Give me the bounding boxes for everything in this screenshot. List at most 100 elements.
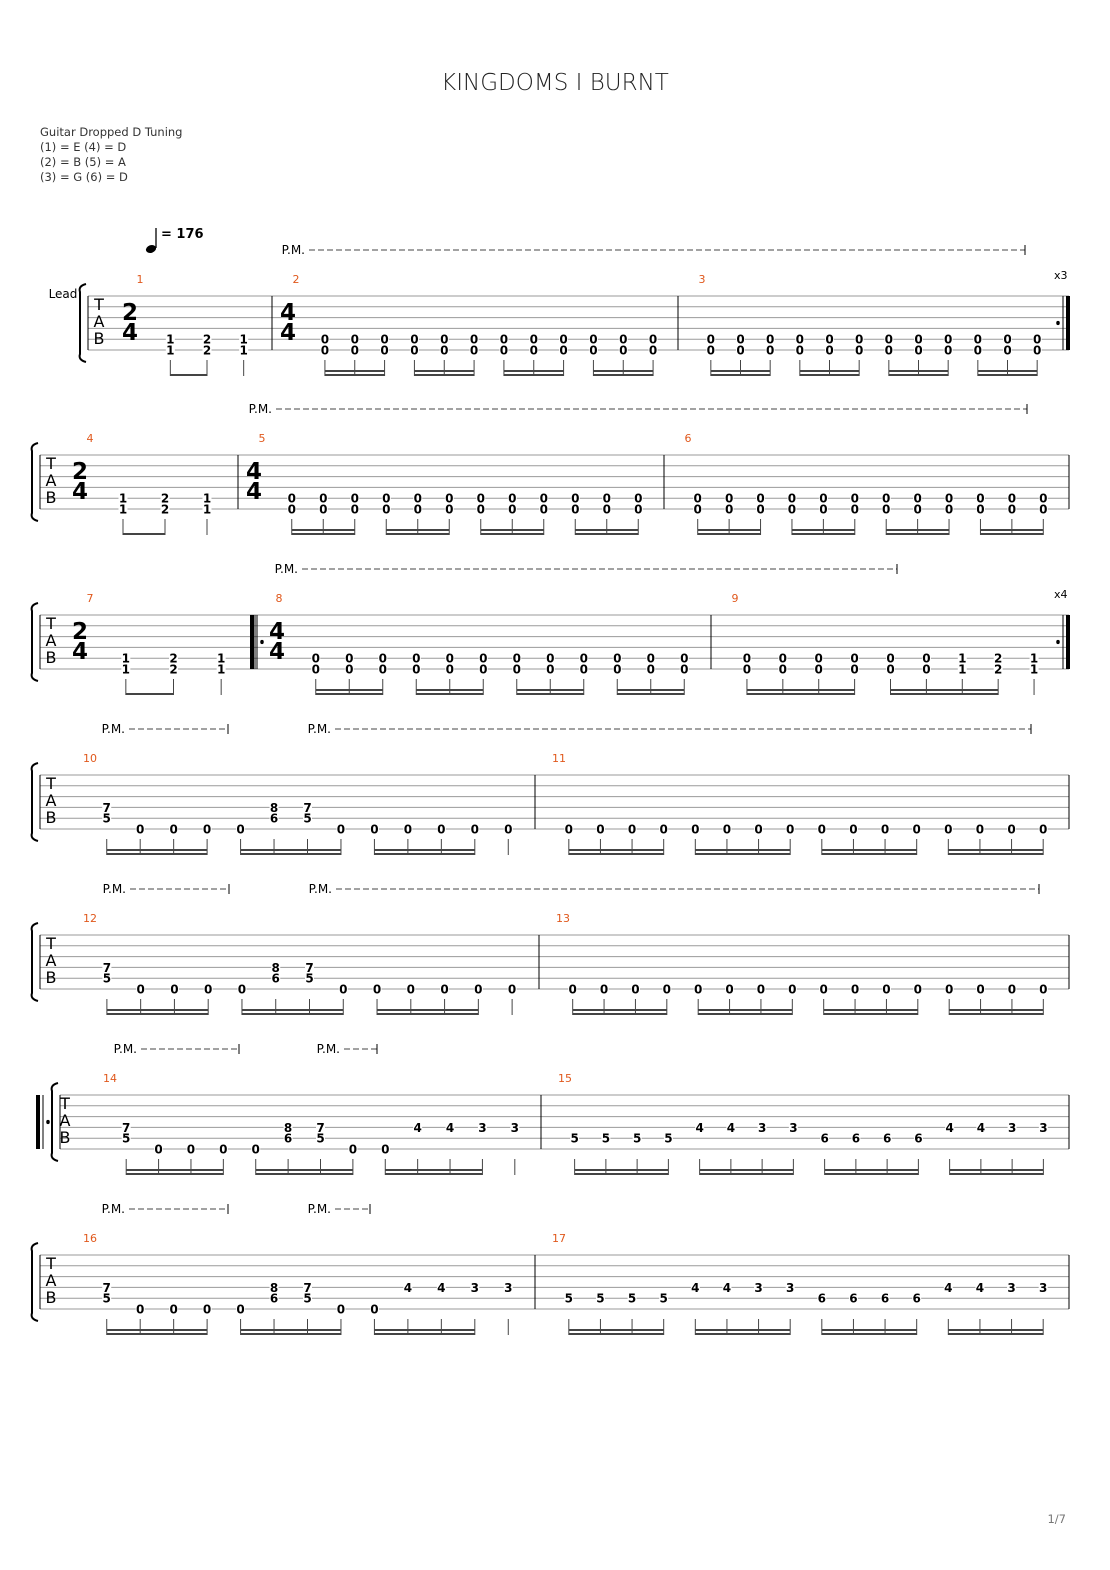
beam: [374, 1329, 475, 1331]
fret-background: [269, 801, 279, 813]
fret-number: 4: [976, 1281, 984, 1295]
fret-background: [121, 652, 131, 664]
fret-background: [305, 972, 314, 984]
fret-number: 0: [414, 492, 422, 506]
tab-clef-letter: A: [46, 951, 57, 970]
tab-clef-letter: B: [60, 1128, 71, 1147]
fret-background: [403, 823, 413, 834]
fret-number: 3: [1039, 1121, 1047, 1135]
fret-number: 0: [691, 823, 699, 837]
fret-background: [825, 344, 834, 355]
fret-number: 0: [136, 983, 144, 997]
fret-background: [344, 652, 354, 664]
fret-number: 0: [474, 983, 482, 997]
time-signature-numerator: 2: [72, 459, 88, 485]
fret-number: 0: [410, 333, 418, 347]
fret-number: 0: [203, 1303, 211, 1317]
fret-background: [369, 1303, 379, 1314]
fret-number: 4: [404, 1281, 412, 1295]
fret-number: 0: [649, 344, 657, 358]
fret-number: 0: [321, 344, 329, 358]
fret-number: 1: [958, 663, 966, 677]
fret-number: 0: [382, 492, 390, 506]
fret-number: 0: [756, 492, 764, 506]
fret-number: 4: [727, 1121, 735, 1135]
fret-background: [943, 344, 953, 355]
fret-background: [820, 1132, 830, 1144]
fret-number: 0: [470, 333, 478, 347]
fret-background: [338, 983, 348, 994]
beam: [240, 849, 341, 851]
fret-background: [1007, 503, 1017, 514]
fret-background: [1032, 344, 1042, 355]
fret-background: [817, 1292, 827, 1304]
fret-background: [318, 503, 328, 514]
fret-background: [1038, 983, 1048, 994]
fret-number: 0: [619, 344, 627, 358]
beam: [414, 374, 475, 376]
fret-number: 0: [818, 823, 826, 837]
fret-number: 0: [187, 1143, 195, 1157]
fret-number: 0: [1008, 983, 1016, 997]
fret-background: [1038, 1281, 1048, 1293]
time-signature-numerator: 2: [122, 300, 138, 326]
fret-number: 0: [169, 823, 177, 837]
fret-number: 7: [103, 961, 111, 975]
fret-background: [1032, 333, 1042, 345]
beam: [821, 849, 917, 851]
fret-number: 0: [508, 983, 516, 997]
fret-number: 0: [540, 503, 548, 517]
fret-background: [102, 972, 112, 984]
fret-number: 2: [169, 652, 177, 666]
tab-clef-letter: T: [45, 454, 56, 473]
fret-number: 5: [103, 1292, 111, 1306]
fret-number: 0: [530, 344, 538, 358]
fret-background: [1007, 1121, 1017, 1133]
fret-background: [303, 1292, 312, 1304]
palm-mute-label: P.M.: [308, 722, 331, 736]
beam: [374, 1333, 475, 1335]
fret-number: 0: [944, 344, 952, 358]
beam: [416, 693, 484, 695]
system-bracket: [78, 283, 87, 363]
beam: [291, 533, 355, 535]
fret-background: [320, 333, 330, 345]
fret-number: 7: [103, 1281, 111, 1295]
fret-number: 0: [619, 333, 627, 347]
repeat-dot: [46, 1120, 50, 1125]
fret-number: 6: [849, 1292, 857, 1306]
fret-background: [725, 983, 735, 994]
fret-number: 0: [596, 823, 604, 837]
fret-background: [850, 652, 860, 664]
fret-number: 0: [736, 344, 744, 358]
measure-number: 16: [83, 1232, 97, 1245]
fret-background: [659, 823, 669, 834]
fret-background: [722, 823, 732, 834]
fret-background: [470, 1281, 480, 1293]
fret-number: 0: [154, 1143, 162, 1157]
fret-background: [690, 823, 700, 834]
fret-number: 0: [628, 823, 636, 837]
fret-number: 0: [754, 823, 762, 837]
beam: [324, 374, 385, 376]
fret-background: [618, 344, 628, 355]
beam: [126, 1169, 224, 1171]
fret-number: 0: [976, 503, 984, 517]
fret-number: 0: [351, 503, 359, 517]
fret-background: [778, 663, 788, 674]
beam: [799, 374, 860, 376]
fret-number: 1: [166, 344, 174, 358]
fret-number: 0: [850, 663, 858, 677]
fret-background: [202, 823, 212, 834]
fret-background: [570, 492, 580, 504]
beam: [949, 1009, 1044, 1011]
palm-mute-label: P.M.: [317, 1042, 340, 1056]
fret-background: [564, 823, 574, 834]
beam: [949, 1013, 1044, 1015]
fret-number: 0: [351, 333, 359, 347]
fret-number: 0: [470, 344, 478, 358]
fret-number: 2: [161, 503, 169, 517]
fret-background: [850, 492, 860, 504]
fret-number: 0: [1039, 823, 1047, 837]
fret-background: [1038, 823, 1048, 834]
